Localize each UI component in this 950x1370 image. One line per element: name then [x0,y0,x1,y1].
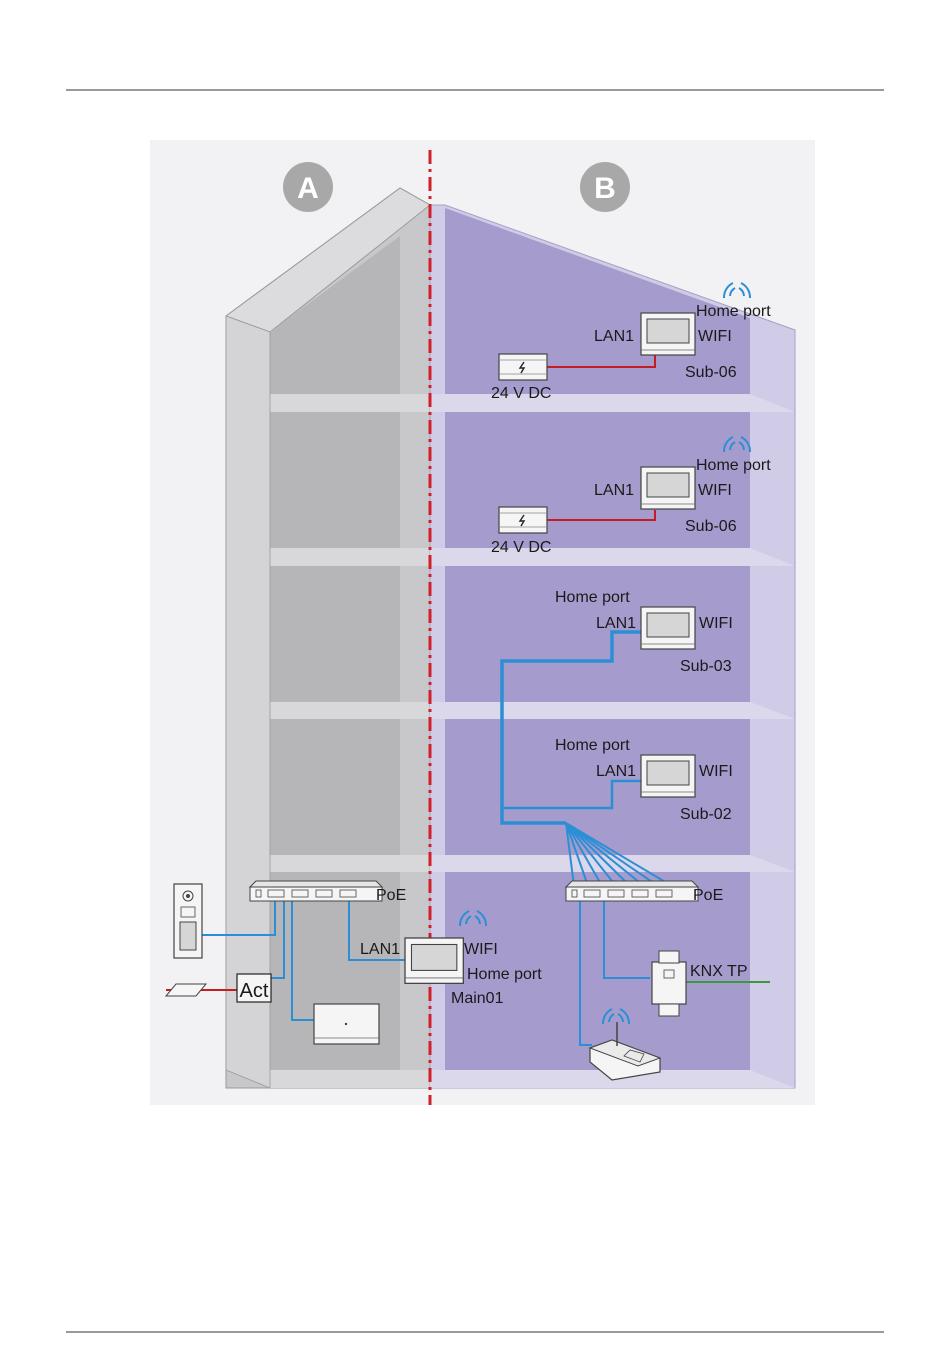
device-id-label: Sub-03 [680,658,732,675]
zone-b-marker: B [580,162,630,212]
room-b-3 [445,566,750,702]
indoor-monitor-icon [405,938,463,983]
zone-a-marker: A [283,162,333,212]
home-port-label: Home port [467,966,542,983]
room-a-4 [270,719,400,855]
main-device-label: Main01 [451,990,504,1007]
actuator-label: Act [240,980,269,1002]
zone-a-label: A [297,172,319,205]
power-label: 24 V DC [491,539,551,556]
home-port-label: Home port [555,589,630,606]
lan1-label: LAN1 [596,615,636,632]
slab-b-2 [430,548,795,566]
slab-a-5 [270,1070,430,1088]
home-port-label: Home port [696,457,771,474]
knx-label: KNX TP [690,963,748,980]
indoor-monitor-icon [641,607,695,649]
recorder-icon [314,1004,379,1044]
power-supply-icon [499,507,547,533]
indoor-monitor-icon [641,755,695,797]
poe-label: PoE [376,887,406,904]
lan1-label: LAN1 [594,328,634,345]
poe-switch-icon [566,881,698,901]
wifi-label: WIFI [699,615,733,632]
slab-b-1 [430,394,795,412]
lan1-label: LAN1 [596,763,636,780]
room-a-2 [270,412,400,548]
power-label: 24 V DC [491,385,551,402]
zone-b-label: B [594,172,616,205]
home-port-label: Home port [555,737,630,754]
device-id-label: Sub-06 [685,364,737,381]
wifi-label: WIFI [699,763,733,780]
device-id-label: Sub-02 [680,806,732,823]
outdoor-station-icon [174,884,202,958]
slab-a-1 [270,394,430,412]
indoor-monitor-icon [641,313,695,355]
wifi-label: WIFI [464,941,498,958]
power-supply-icon [499,354,547,380]
slab-b-3 [430,702,795,719]
slab-a-4 [270,855,430,872]
slab-a-2 [270,548,430,566]
device-id-label: Sub-06 [685,518,737,535]
indoor-monitor-icon [641,467,695,509]
wifi-label: WIFI [698,328,732,345]
poe-switch-icon [250,881,382,901]
room-a-3 [270,566,400,702]
lan1-label: LAN1 [360,941,400,958]
poe-label: PoE [693,887,723,904]
slab-a-3 [270,702,430,719]
lan1-label: LAN1 [594,482,634,499]
wifi-label: WIFI [698,482,732,499]
house-a-side-wall [226,316,270,1088]
home-port-label: Home port [696,303,771,320]
